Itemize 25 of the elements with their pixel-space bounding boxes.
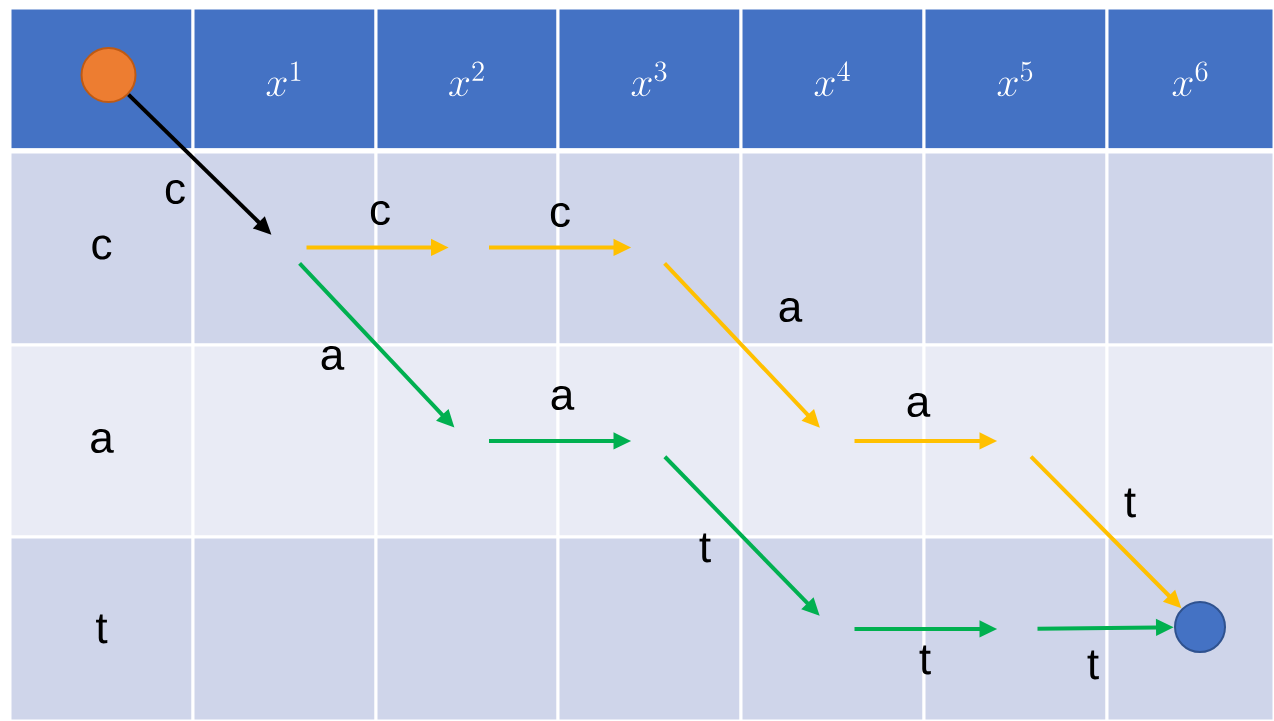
edge-label: t (1124, 488, 1136, 518)
circle-marker (80, 47, 137, 103)
header-label: $x^{5}$ (922, 6, 1109, 152)
edge-label: a (907, 392, 931, 418)
edge-label: c (165, 179, 185, 205)
edge-label: a (321, 345, 345, 371)
edge-label: c (550, 202, 570, 228)
grid-cell (1105, 535, 1274, 721)
header-label: $x^{1}$ (191, 6, 378, 152)
edge-label: t (1087, 650, 1099, 680)
grid-cell (374, 535, 560, 721)
edge-label: t (699, 533, 711, 563)
header-label: $x^{6}$ (1105, 6, 1274, 152)
edge-label: a (551, 385, 575, 411)
grid-cell (191, 535, 378, 721)
edge-label: c (370, 200, 390, 226)
edge-label: a (779, 297, 803, 323)
header-label: $x^{2}$ (374, 6, 560, 152)
row-label: a (8, 343, 195, 539)
circle-marker (1174, 601, 1226, 653)
edge-label: t (919, 645, 931, 675)
row-label: t (8, 535, 195, 721)
grid-cell (556, 535, 743, 721)
header-label: $x^{3}$ (556, 6, 743, 152)
header-label: $x^{4}$ (739, 6, 926, 152)
